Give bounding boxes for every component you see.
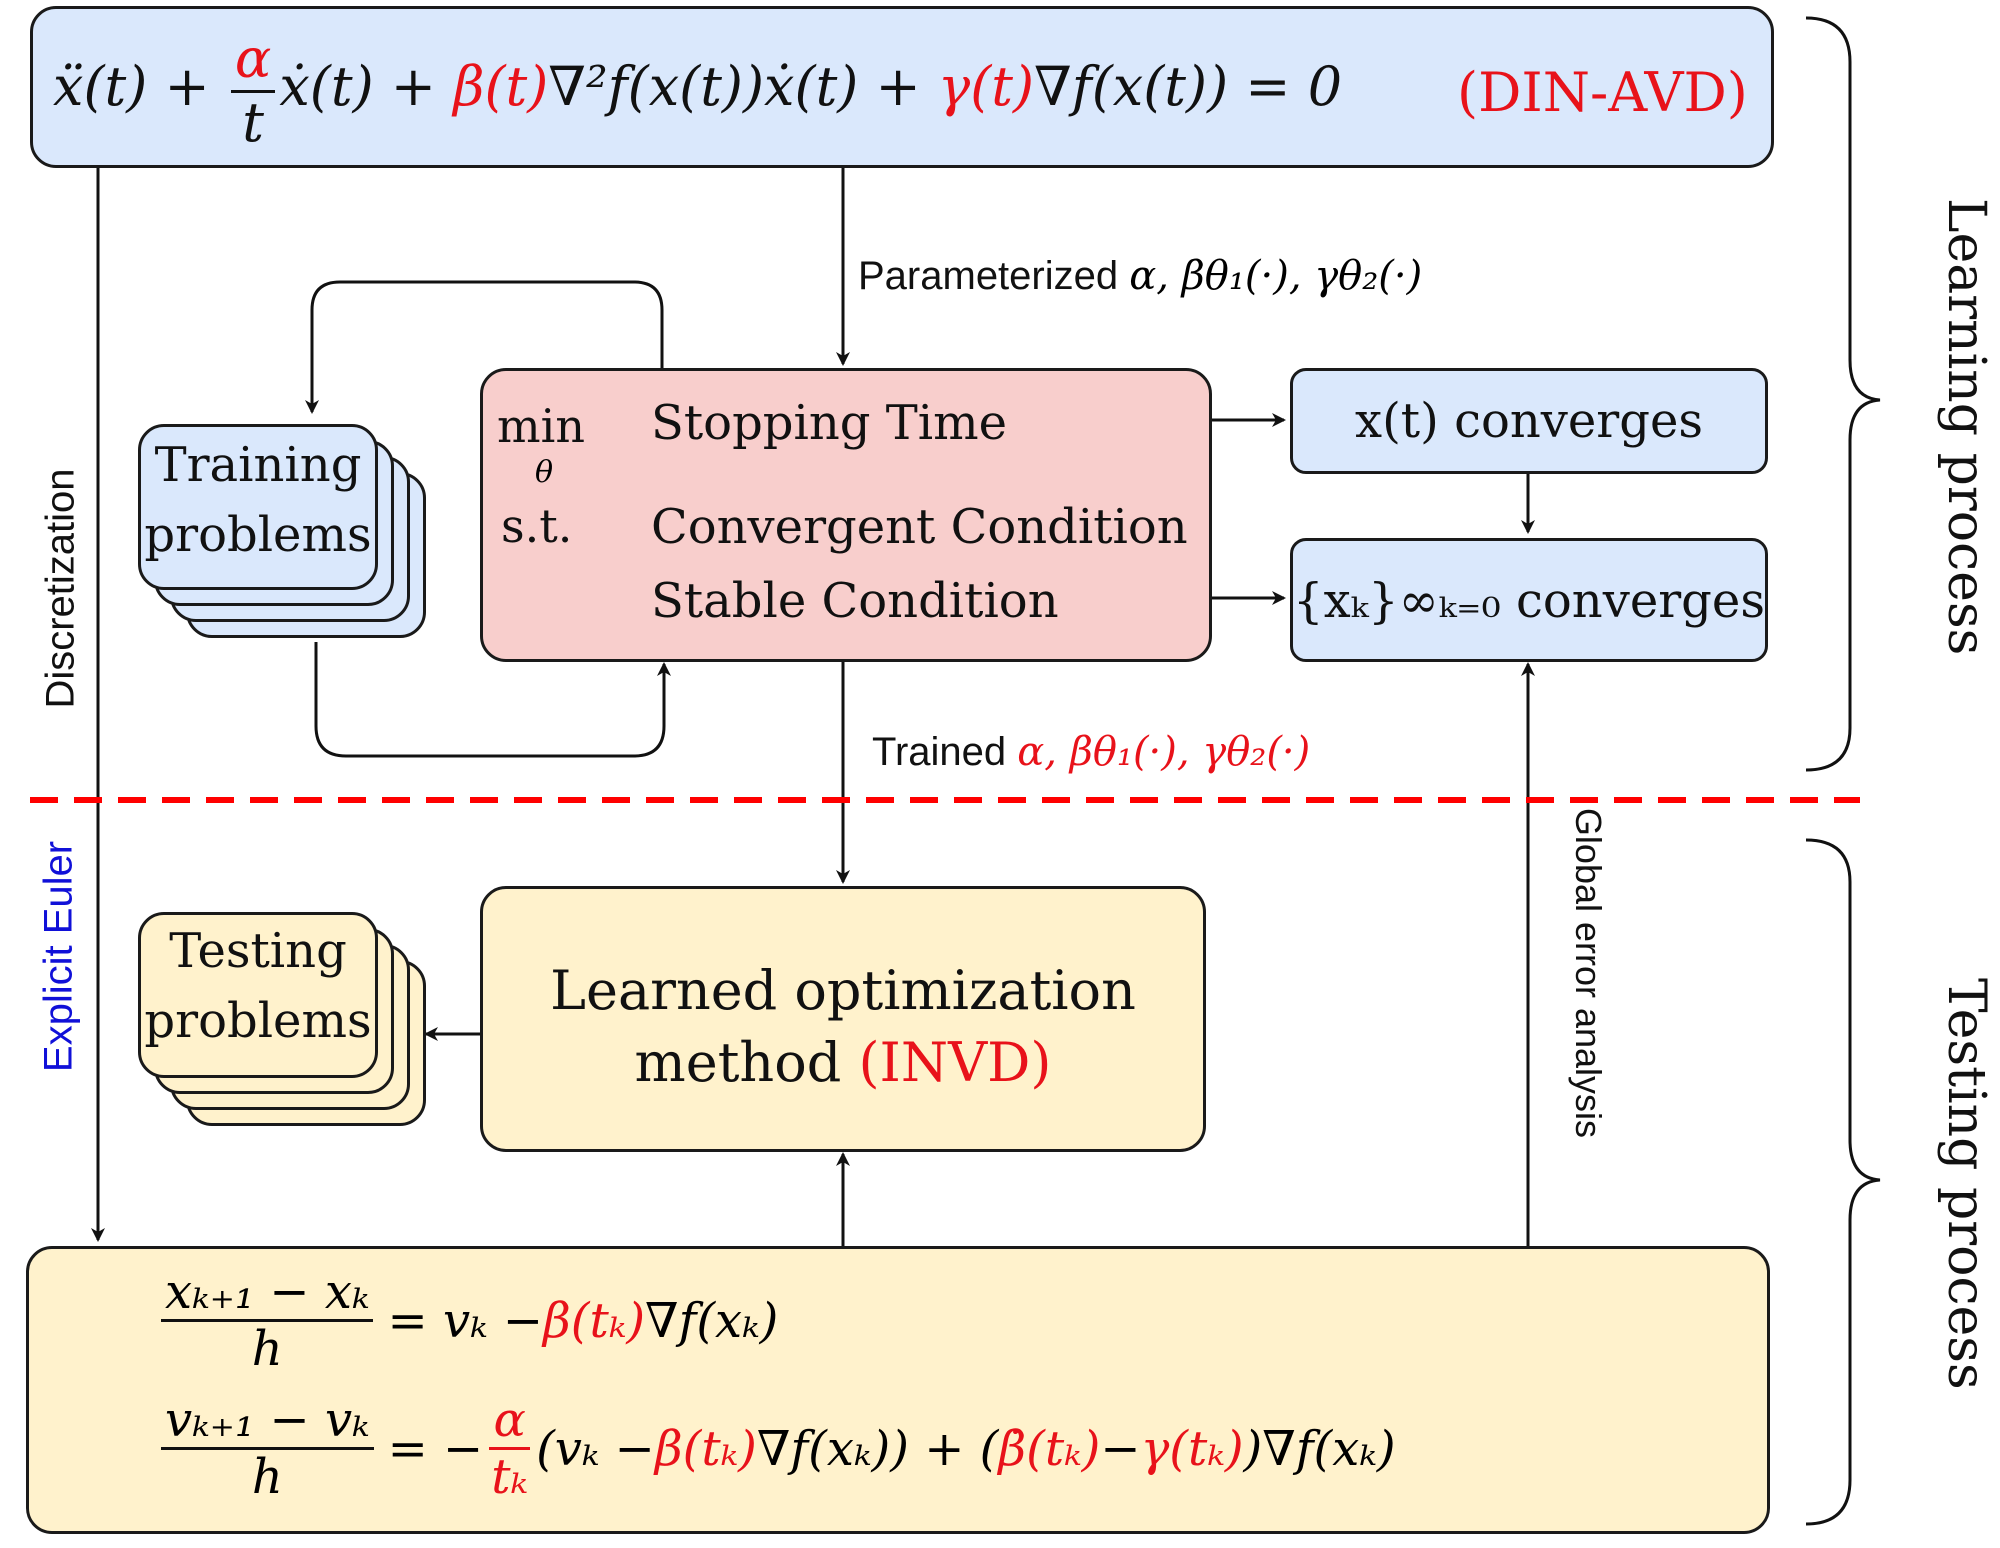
- learned-method-line2: method (INVD): [634, 1031, 1052, 1094]
- training-problems-card: Training problems: [138, 424, 378, 590]
- discretization-label: Discretization: [38, 468, 83, 709]
- learned-method-box: Learned optimization method (INVD): [480, 886, 1206, 1152]
- parameterized-label: Parameterized α, βθ₁(·), γθ₂(·): [858, 253, 1423, 299]
- testing-line2: problems: [144, 993, 372, 1049]
- convergent-condition: Convergent Condition: [651, 499, 1188, 555]
- beta-t: β(t): [453, 55, 549, 119]
- learned-method-line1: Learned optimization: [550, 959, 1136, 1022]
- xk-converges-box: {xₖ}∞ₖ₌₀ converges: [1290, 538, 1768, 662]
- explicit-euler-label: Explicit Euler: [36, 840, 81, 1073]
- loop-arrow-to-training: [305, 280, 664, 414]
- xk-converges-label: {xₖ}∞ₖ₌₀ converges: [1293, 573, 1765, 629]
- theta-subscript: θ: [535, 455, 554, 490]
- training-line1: Training: [154, 437, 362, 493]
- testing-problems-card: Testing problems: [138, 912, 378, 1078]
- gamma-t: γ(t): [937, 55, 1035, 119]
- din-avd-tag: (DIN-AVD): [1457, 61, 1748, 124]
- objective-stopping-time: Stopping Time: [651, 395, 1008, 451]
- learning-brace: [1805, 16, 1881, 772]
- testing-line1: Testing: [169, 923, 347, 979]
- training-line2: problems: [144, 507, 372, 563]
- trained-label: Trained α, βθ₁(·), γθ₂(·): [872, 729, 1311, 775]
- testing-brace: [1805, 838, 1881, 1526]
- loop-arrow-from-training: [314, 642, 671, 758]
- learning-process-label: Learning process: [1936, 198, 1996, 656]
- global-error-analysis-label: Global error analysis: [1568, 807, 1609, 1139]
- min-label: min: [497, 399, 585, 453]
- testing-process-label: Testing process: [1936, 978, 1996, 1390]
- st-label: s.t.: [501, 499, 573, 553]
- xt-converges-label: x(t) converges: [1355, 393, 1703, 449]
- stable-condition: Stable Condition: [651, 573, 1059, 629]
- optimization-box: min θ Stopping Time s.t. Convergent Cond…: [480, 368, 1212, 662]
- xt-converges-box: x(t) converges: [1290, 368, 1768, 474]
